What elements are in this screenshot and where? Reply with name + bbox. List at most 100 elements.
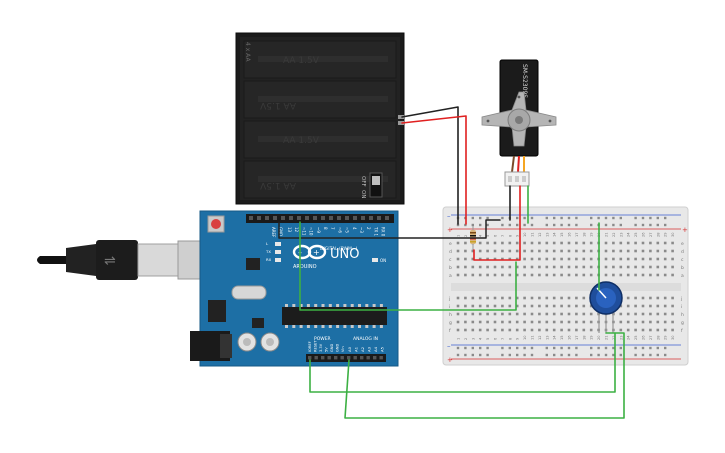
breadboard-column-label: 15 xyxy=(560,232,564,237)
wire-arduino-5v xyxy=(309,332,616,393)
digital-pin-label: ~6 xyxy=(337,227,342,233)
breadboard-column-label: 3 xyxy=(471,338,475,340)
power-pin-label: 3.3V xyxy=(319,343,323,352)
led-label: RX xyxy=(266,257,272,262)
servo-horn[interactable] xyxy=(481,91,557,147)
breadboard-column-label: 10 xyxy=(523,232,527,237)
breadboard-row-label: f xyxy=(681,328,683,334)
breadboard-column-label: 26 xyxy=(642,335,646,340)
uno-label: UNO xyxy=(330,247,359,262)
breadboard-column-label: 20 xyxy=(597,335,601,340)
breadboard-row-label: b xyxy=(681,265,684,271)
breadboard-column-label: 8 xyxy=(508,234,512,237)
battery-cell-label: AA 1.5V xyxy=(259,180,296,190)
analog-pin-label: A4 xyxy=(373,346,378,352)
breadboard-column-label: 7 xyxy=(501,338,505,340)
breadboard-column-label: 23 xyxy=(619,232,623,237)
power-pin-label: Vin xyxy=(341,346,345,352)
breadboard-column-label: 8 xyxy=(508,337,512,340)
aref-label: AREF xyxy=(271,227,276,238)
breadboard-column-label: 28 xyxy=(656,335,660,340)
analog-pin-label: A3 xyxy=(367,346,372,352)
digital-header[interactable] xyxy=(246,214,394,223)
breadboard-row-label: c xyxy=(681,258,684,263)
breadboard-column-label: 5 xyxy=(486,235,490,237)
breadboard-column-label: 1 xyxy=(457,235,461,237)
breadboard-row-label: b xyxy=(449,265,452,271)
wire-battery-negative xyxy=(401,106,459,225)
digital-pin-label: ~10 xyxy=(309,227,314,236)
breadboard-row-label: d xyxy=(681,249,684,255)
breadboard-row-label: e xyxy=(449,242,452,247)
analog-pin-label: A0 xyxy=(347,346,352,352)
breadboard-row-label: g xyxy=(681,321,684,326)
analog-header[interactable] xyxy=(346,354,386,362)
analog-pin-label: A1 xyxy=(354,346,359,352)
breadboard-column-label: 6 xyxy=(494,337,498,340)
power-header[interactable] xyxy=(306,354,346,362)
breadboard-column-label: 7 xyxy=(501,235,505,237)
breadboard-column-label: 17 xyxy=(575,232,579,237)
svg-text:+: + xyxy=(313,248,320,257)
rail-minus-bottom-left: – xyxy=(447,342,451,350)
breadboard-column-label: 11 xyxy=(531,232,535,237)
breadboard-row-label: j xyxy=(448,296,450,302)
servo-motor[interactable]: SM-S2309S xyxy=(481,59,557,187)
wire-battery-positive xyxy=(401,115,467,225)
atmega-chip xyxy=(282,307,387,325)
breadboard-row-label: d xyxy=(449,249,452,255)
breadboard-row-label: i xyxy=(681,304,682,310)
arduino-logo-text: ARDUINO xyxy=(293,264,317,270)
breadboard-column-label: 13 xyxy=(545,232,549,237)
breadboard-column-label: 16 xyxy=(568,335,572,340)
breadboard-row-label: f xyxy=(449,328,451,334)
breadboard[interactable]: 1234567891011121314151617181920212223242… xyxy=(442,206,689,366)
breadboard-column-label: 6 xyxy=(494,234,498,237)
usb-cable[interactable]: ⇌ xyxy=(37,240,215,280)
breadboard-row-label: h xyxy=(449,312,452,318)
breadboard-column-label: 4 xyxy=(479,234,483,237)
breadboard-column-label: 28 xyxy=(656,232,660,237)
breadboard-column-label: 2 xyxy=(464,235,468,237)
potentiometer[interactable] xyxy=(589,281,623,333)
breadboard-row-label: e xyxy=(681,242,684,247)
digital-pin-label: ~11 xyxy=(301,227,306,236)
analog-pin-label: A2 xyxy=(360,346,365,352)
breadboard-column-label: 27 xyxy=(649,232,653,237)
digital-pin-label: 2 xyxy=(366,227,371,230)
digital-pin-label: 7 xyxy=(330,227,335,230)
digital-pin-label: 4 xyxy=(352,227,357,230)
breadboard-column-label: 18 xyxy=(582,335,586,340)
breadboard-holes xyxy=(456,216,674,357)
breadboard-column-label: 18 xyxy=(582,232,586,237)
gnd-label: GND xyxy=(278,227,283,236)
wire-arduino-a0 xyxy=(344,332,625,419)
breadboard-column-label: 16 xyxy=(568,232,572,237)
digital-pin-label: 12 xyxy=(294,227,299,233)
breadboard-column-label: 9 xyxy=(516,337,520,340)
breadboard-column-label: 21 xyxy=(605,232,609,237)
breadboard-column-label: 27 xyxy=(649,335,653,340)
breadboard-column-label: 22 xyxy=(612,335,616,340)
breadboard-column-label: 1 xyxy=(457,338,461,340)
digital-label: DIGITAL (PWM~) xyxy=(320,246,358,252)
breadboard-column-labels-top: 1234567891011121314151617181920212223242… xyxy=(457,232,676,237)
breadboard-column-label: 21 xyxy=(605,335,609,340)
breadboard-column-label: 30 xyxy=(671,335,675,340)
breadboard-column-label: 4 xyxy=(479,337,483,340)
power-pin-label: IOREF xyxy=(308,341,312,352)
digital-pin-label: 13 xyxy=(287,227,292,233)
breadboard-column-label: 29 xyxy=(664,335,668,340)
breadboard-row-label: h xyxy=(681,312,684,318)
digital-pin-label: ~5 xyxy=(345,227,350,233)
breadboard-column-label: 9 xyxy=(516,234,520,237)
led-label: TX xyxy=(265,249,271,254)
breadboard-column-label: 25 xyxy=(634,232,638,237)
